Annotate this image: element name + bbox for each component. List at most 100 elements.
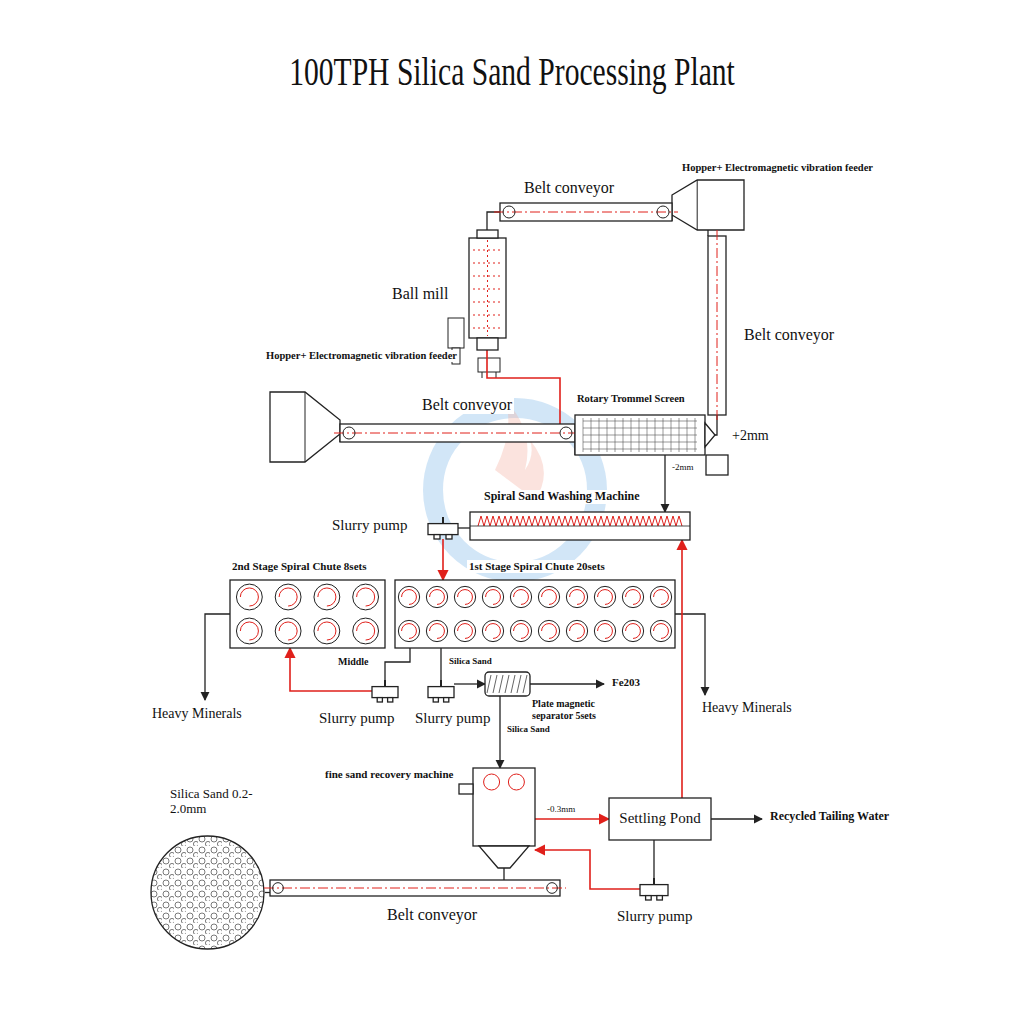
shape-part [657, 206, 669, 218]
equipment-node: Belt conveyor [340, 424, 575, 442]
shape-part [583, 449, 697, 450]
equipment-shape [230, 580, 385, 648]
shape-part [650, 620, 671, 641]
shape-part [318, 588, 336, 606]
shape-part [433, 698, 438, 702]
equipment-node: Belt conveyor [500, 203, 672, 221]
shape-part [583, 421, 697, 422]
shape-part [357, 622, 375, 640]
shape-part [384, 680, 386, 687]
shape-part [430, 590, 445, 605]
shape-part [594, 586, 615, 607]
shape-part [440, 680, 442, 687]
equipment-node: 1st Stage Spiral Chute 20sets [395, 580, 675, 648]
equipment-label: 1st Stage Spiral Chute 20sets [467, 560, 607, 573]
equipment-label: Hopper+ Electromagnetic vibration feeder [680, 162, 875, 174]
equipment-label: Slurry pump [615, 908, 694, 925]
flow-label: Recycled Tailing Water [768, 810, 891, 824]
flow-connector [664, 455, 665, 512]
shape-part [538, 620, 559, 641]
shape-part [314, 618, 340, 644]
equipment-node: Ball mill [465, 230, 510, 350]
flow-label: Middle [336, 656, 371, 668]
shape-part [654, 624, 669, 639]
shape-part [454, 586, 475, 607]
equipment-node: 2nd Stage Spiral Chute 8sets [230, 580, 385, 648]
shape-part [240, 588, 258, 606]
shape-part [493, 675, 497, 693]
equipment-node: Slurry pump [372, 680, 398, 702]
equipment-shape [708, 236, 726, 415]
shape-part [398, 586, 419, 607]
equipment-node: Plate magnetic separator 5sets [485, 672, 530, 696]
flow-connector [707, 230, 708, 236]
shape-part [477, 230, 498, 238]
shape-part [487, 675, 491, 693]
shape-part [402, 624, 417, 639]
flow-label: Heavy Minerals [700, 700, 794, 716]
shape-part [273, 883, 284, 894]
equipment-shape [395, 580, 675, 648]
shape-part [538, 586, 559, 607]
equipment-node: Slurry pump [640, 878, 668, 900]
equipment-label: Belt conveyor [742, 326, 836, 344]
shape-part [542, 624, 557, 639]
shape-part [486, 590, 501, 605]
flow-label: -2mm [670, 462, 696, 472]
shape-part [353, 584, 379, 610]
equipment-shape [270, 880, 560, 896]
equipment-node: Belt conveyor [708, 236, 726, 415]
equipment-node: Hopper+ Electromagnetic vibration feeder [270, 392, 340, 462]
shape-part [626, 590, 641, 605]
mill-pump-legs [482, 372, 496, 378]
equipment-shape [473, 768, 535, 868]
flow-connector [499, 696, 500, 768]
shape-part [653, 878, 655, 885]
shape-part [236, 584, 262, 610]
equipment-label: Slurry pump [413, 710, 492, 727]
shape-part [469, 238, 506, 338]
flow-connector [653, 840, 654, 878]
equipment-label: Spiral Sand Washing Machine [482, 490, 642, 504]
shape-part [575, 415, 705, 455]
shape-part [470, 526, 690, 527]
leader-line [708, 818, 762, 819]
shape-part [230, 580, 385, 648]
mill-motor [448, 318, 464, 348]
shape-part [343, 427, 355, 439]
equipment-shape [500, 203, 672, 221]
equipment-shape [672, 180, 744, 230]
equipment-shape [150, 835, 265, 950]
shape-part [446, 535, 452, 539]
shape-part [473, 289, 502, 290]
shape-part [318, 622, 336, 640]
shape-part [398, 620, 419, 641]
shape-part [626, 624, 641, 639]
shape-part [697, 180, 698, 230]
flow-connector [265, 892, 270, 893]
shape-part [353, 618, 379, 644]
shape-part [514, 590, 529, 605]
shape-part [473, 263, 502, 264]
equipment-label: Ball mill [390, 285, 450, 303]
flow-label: Silica Sand [447, 656, 494, 666]
shape-part [428, 524, 458, 535]
shape-part [426, 620, 447, 641]
leader-line [205, 614, 230, 700]
shape-part [454, 620, 475, 641]
equipment-node: Hopper+ Electromagnetic vibration feeder [672, 180, 744, 230]
flow-connector [440, 648, 441, 680]
shape-part [279, 622, 297, 640]
equipment-label: fine sand recovery machine [323, 768, 455, 781]
shape-part [654, 590, 669, 605]
shape-part [434, 535, 440, 539]
shape-part [428, 687, 454, 698]
shape-part [486, 624, 501, 639]
equipment-label: Belt conveyor [522, 179, 616, 197]
flow-connector [385, 648, 410, 680]
shape-part [388, 698, 393, 702]
shape-part [547, 883, 558, 894]
shape-part [514, 624, 529, 639]
shape-part [622, 620, 643, 641]
